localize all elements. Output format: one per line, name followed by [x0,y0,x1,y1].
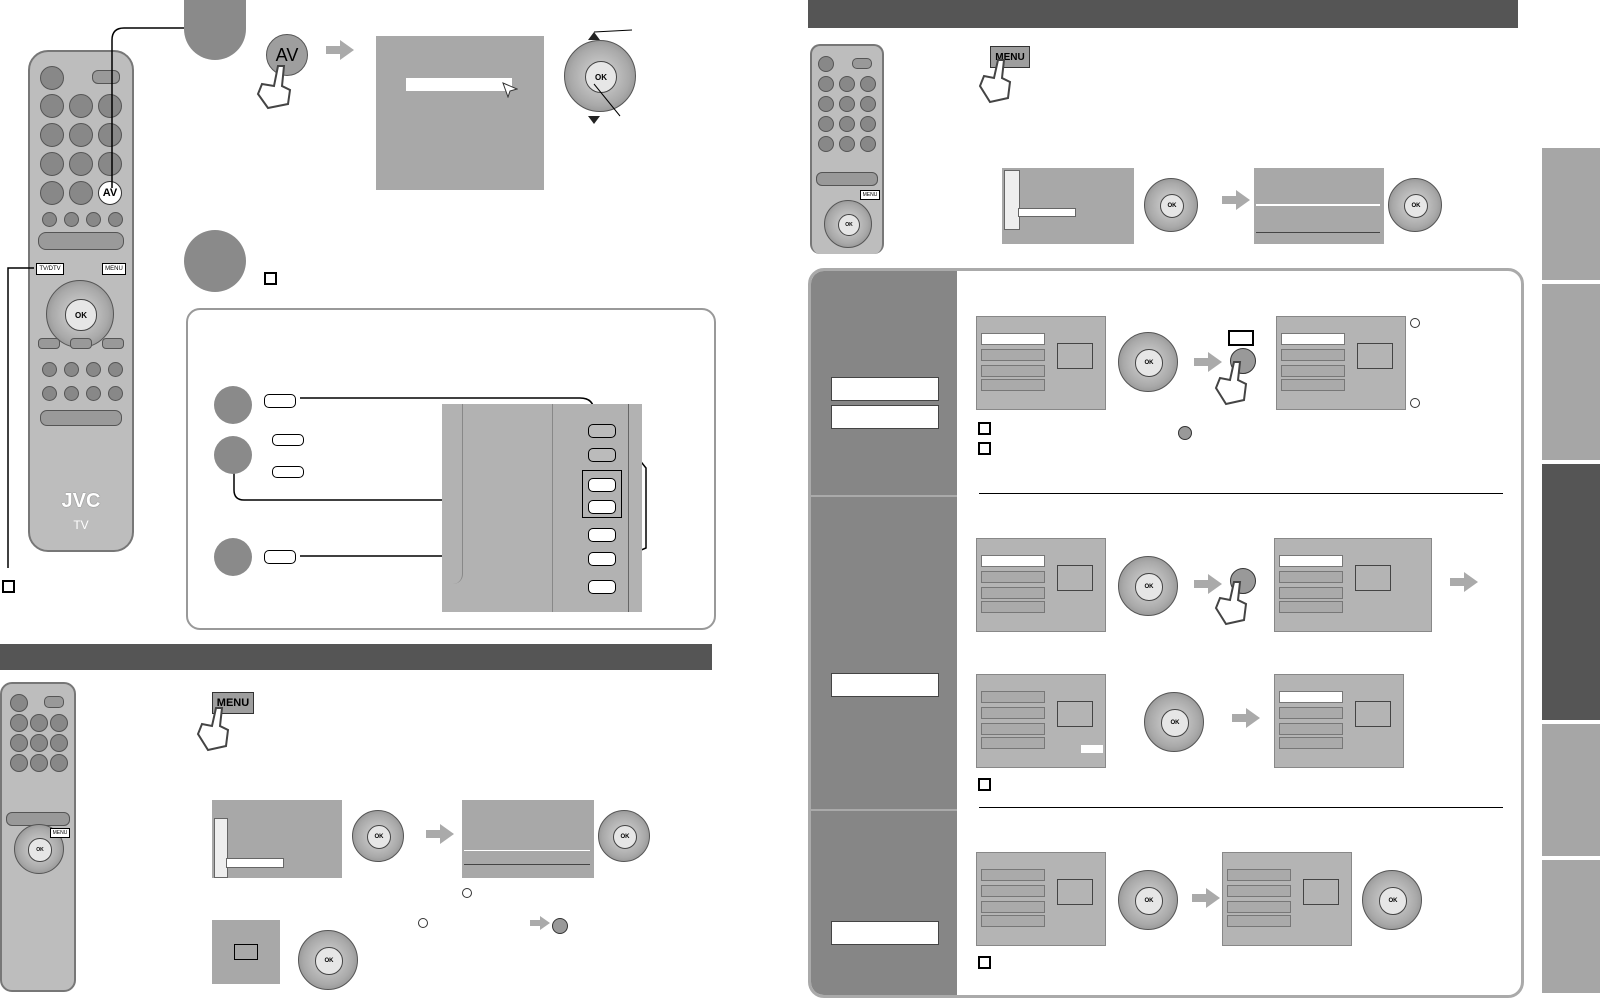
menu-button-remote[interactable]: MENU [102,263,126,275]
checkbox-icon [978,422,991,435]
section-band-right [808,0,1518,28]
hand-press-icon [196,707,230,752]
ok-dpad-icon[interactable]: OK [1118,332,1178,392]
tv-screen-channel-list [1274,538,1432,632]
tv-buttons-panel [186,308,716,630]
remote-control-main: AV TV/DTV MENU OK JVC TV [28,50,134,552]
remote-icon: MENU OK [810,44,884,254]
arrow-right-icon [1194,574,1222,594]
ok-dpad-icon[interactable]: OK [1388,178,1442,232]
disc-icon [552,918,568,934]
tv-screen-menu [212,800,342,878]
av-button[interactable]: AV [266,34,308,76]
menu-highlight [406,78,512,91]
tab-section-3[interactable] [1542,464,1600,720]
arrow-right-icon [530,916,550,930]
ok-dpad-icon[interactable]: OK [46,280,114,348]
section-band-left [0,644,712,670]
remote-icon: OK MENU [0,682,76,992]
hand-press-icon [978,59,1012,104]
tv-screen-channel-list [976,538,1106,632]
hand-press-icon [1214,361,1248,406]
arrow-right-icon [426,824,454,844]
remote-button [40,66,64,90]
ok-dpad-icon[interactable]: OK [598,810,650,862]
checkbox-icon [2,580,15,593]
ok-dpad-icon[interactable]: OK [564,40,636,112]
checkbox-icon [978,778,991,791]
checkbox-icon [264,272,277,285]
tv-screen-channel-list [976,852,1106,946]
arrow-right-icon [1222,190,1250,210]
tv-screen-channel-list [1274,674,1404,768]
ok-dpad-icon[interactable]: OK [298,930,358,990]
ok-dpad-icon[interactable]: OK [1362,870,1422,930]
tv-screen-submenu [462,800,594,878]
ok-dpad-icon[interactable]: OK [352,810,404,862]
tab-section-1[interactable] [1542,148,1600,280]
hand-press-icon [1214,581,1248,626]
ok-dpad-icon[interactable]: OK [1144,692,1204,752]
tab-section-4[interactable] [1542,724,1600,856]
ok-dpad-icon[interactable]: OK [1118,556,1178,616]
power-icon [588,580,616,594]
arrow-right-icon [1232,708,1260,728]
arrow-right-icon [1192,888,1220,908]
tv-screen-channel-list [1276,316,1406,410]
tab-section-2[interactable] [1542,284,1600,460]
tv-screen-position [212,920,280,984]
tv-screen-menu [1002,168,1134,244]
checkbox-icon [978,956,991,969]
tv-side-panel-icon [442,404,642,612]
tv-screen-channel-list [1222,852,1352,946]
tv-screen-channel-list [976,316,1106,410]
remote-button [92,70,120,84]
arrow-right-icon [326,40,354,60]
tvdtv-button[interactable]: TV/DTV [36,263,64,275]
tv-screen-channel-list [976,674,1106,768]
tv-screen-submenu [1254,168,1384,244]
cursor-icon [502,82,518,98]
checkbox-icon [978,442,991,455]
record-icon [1228,330,1254,346]
step-2-marker [184,230,246,292]
hand-press-icon [256,65,292,110]
tab-section-5[interactable] [1542,860,1600,993]
arrow-right-icon [1194,352,1222,372]
arrow-right-icon [1450,572,1478,592]
ok-dpad-icon[interactable]: OK [1118,870,1178,930]
brand-logo: JVC [61,490,101,512]
dpad-arrows [588,29,633,124]
tv-screen-av-menu [376,36,544,190]
step-1-marker [184,0,246,60]
av-button-remote[interactable]: AV [98,181,122,205]
ok-dpad-icon[interactable]: OK [1144,178,1198,232]
brand-sub: TV [73,518,89,532]
